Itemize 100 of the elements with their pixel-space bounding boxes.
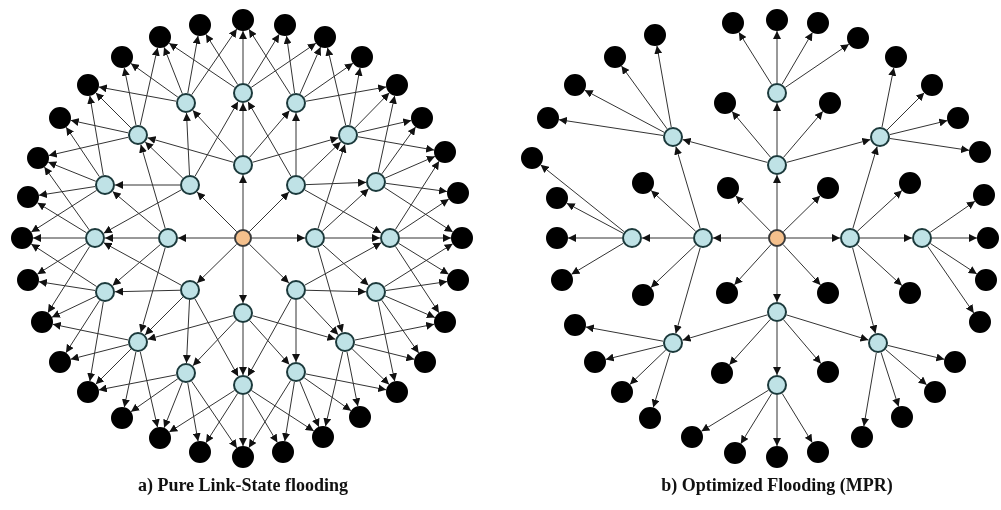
end-node xyxy=(969,311,991,333)
end-node xyxy=(551,269,573,291)
relay-node xyxy=(366,172,386,192)
arrow xyxy=(585,324,664,342)
arrow xyxy=(773,321,781,376)
end-node xyxy=(521,147,543,169)
arrow xyxy=(130,62,179,98)
end-node xyxy=(312,426,334,448)
arrow xyxy=(377,95,397,173)
end-node xyxy=(632,284,654,306)
end-node xyxy=(973,184,995,206)
arrow xyxy=(299,380,320,428)
arrow xyxy=(249,319,290,366)
arrow xyxy=(346,351,361,407)
arrow xyxy=(317,144,347,229)
arrow xyxy=(856,189,903,232)
arrow xyxy=(304,242,382,286)
end-node xyxy=(49,351,71,373)
end-node xyxy=(947,107,969,129)
end-node xyxy=(644,24,666,46)
arrow xyxy=(87,301,104,382)
arrow xyxy=(168,389,236,433)
arrow xyxy=(187,382,201,442)
arrow xyxy=(929,243,978,275)
arrow xyxy=(252,136,339,163)
end-node xyxy=(819,92,841,114)
arrow xyxy=(786,314,869,342)
arrow xyxy=(163,46,183,95)
end-node xyxy=(232,9,254,31)
arrow xyxy=(859,234,913,242)
arrow xyxy=(735,195,772,233)
relay-node xyxy=(663,333,683,353)
arrow xyxy=(103,189,182,234)
end-node xyxy=(899,282,921,304)
end-node xyxy=(17,269,39,291)
relay-node xyxy=(366,282,386,302)
relay-node xyxy=(767,83,787,103)
arrow xyxy=(620,65,668,130)
end-node xyxy=(564,314,586,336)
end-node xyxy=(546,187,568,209)
arrow xyxy=(889,138,970,154)
arrow xyxy=(239,102,247,156)
arrow xyxy=(38,186,96,199)
relay-node xyxy=(180,280,200,300)
arrow xyxy=(674,146,701,229)
arrow xyxy=(114,181,181,189)
origin-node xyxy=(234,229,252,247)
arrow xyxy=(733,244,772,286)
end-node xyxy=(17,186,39,208)
arrow xyxy=(351,348,390,385)
arrow xyxy=(856,244,903,287)
arrow xyxy=(384,155,436,179)
arrow xyxy=(383,243,454,288)
arrow xyxy=(773,394,781,447)
end-node xyxy=(77,74,99,96)
arrow xyxy=(139,351,160,428)
end-node xyxy=(717,177,739,199)
arrow xyxy=(317,247,344,333)
arrow xyxy=(192,109,237,159)
arrow xyxy=(103,242,182,286)
arrow xyxy=(187,35,201,94)
end-node xyxy=(817,177,839,199)
relay-node xyxy=(128,332,148,352)
arrow xyxy=(605,344,664,362)
arrow xyxy=(51,295,97,318)
relay-node xyxy=(767,302,787,322)
arrow xyxy=(95,348,132,385)
arrow xyxy=(305,178,367,187)
relay-node xyxy=(767,155,787,175)
arrow xyxy=(98,84,177,102)
relay-node xyxy=(286,175,306,195)
arrow xyxy=(781,32,813,85)
arrow xyxy=(122,351,137,408)
arrow xyxy=(250,389,315,432)
arrow xyxy=(239,394,247,447)
end-node xyxy=(977,227,999,249)
arrow xyxy=(384,295,436,319)
arrow xyxy=(784,43,850,88)
relay-node xyxy=(233,303,253,323)
relay-node xyxy=(95,282,115,302)
arrow xyxy=(302,296,339,336)
arrow xyxy=(651,352,671,408)
arrow xyxy=(32,234,86,242)
relay-node xyxy=(305,228,325,248)
relay-node xyxy=(868,333,888,353)
relay-node xyxy=(176,363,196,383)
end-node xyxy=(969,141,991,163)
end-node xyxy=(149,26,171,48)
arrow xyxy=(886,92,925,131)
arrow xyxy=(130,378,179,413)
relay-node xyxy=(663,127,683,147)
end-node xyxy=(189,441,211,463)
end-node xyxy=(11,227,33,249)
arrow xyxy=(861,352,877,427)
end-node xyxy=(189,14,211,36)
origin-node xyxy=(768,229,786,247)
relay-node xyxy=(870,127,890,147)
arrow xyxy=(325,47,347,126)
arrow xyxy=(773,246,781,303)
arrow xyxy=(112,244,161,286)
